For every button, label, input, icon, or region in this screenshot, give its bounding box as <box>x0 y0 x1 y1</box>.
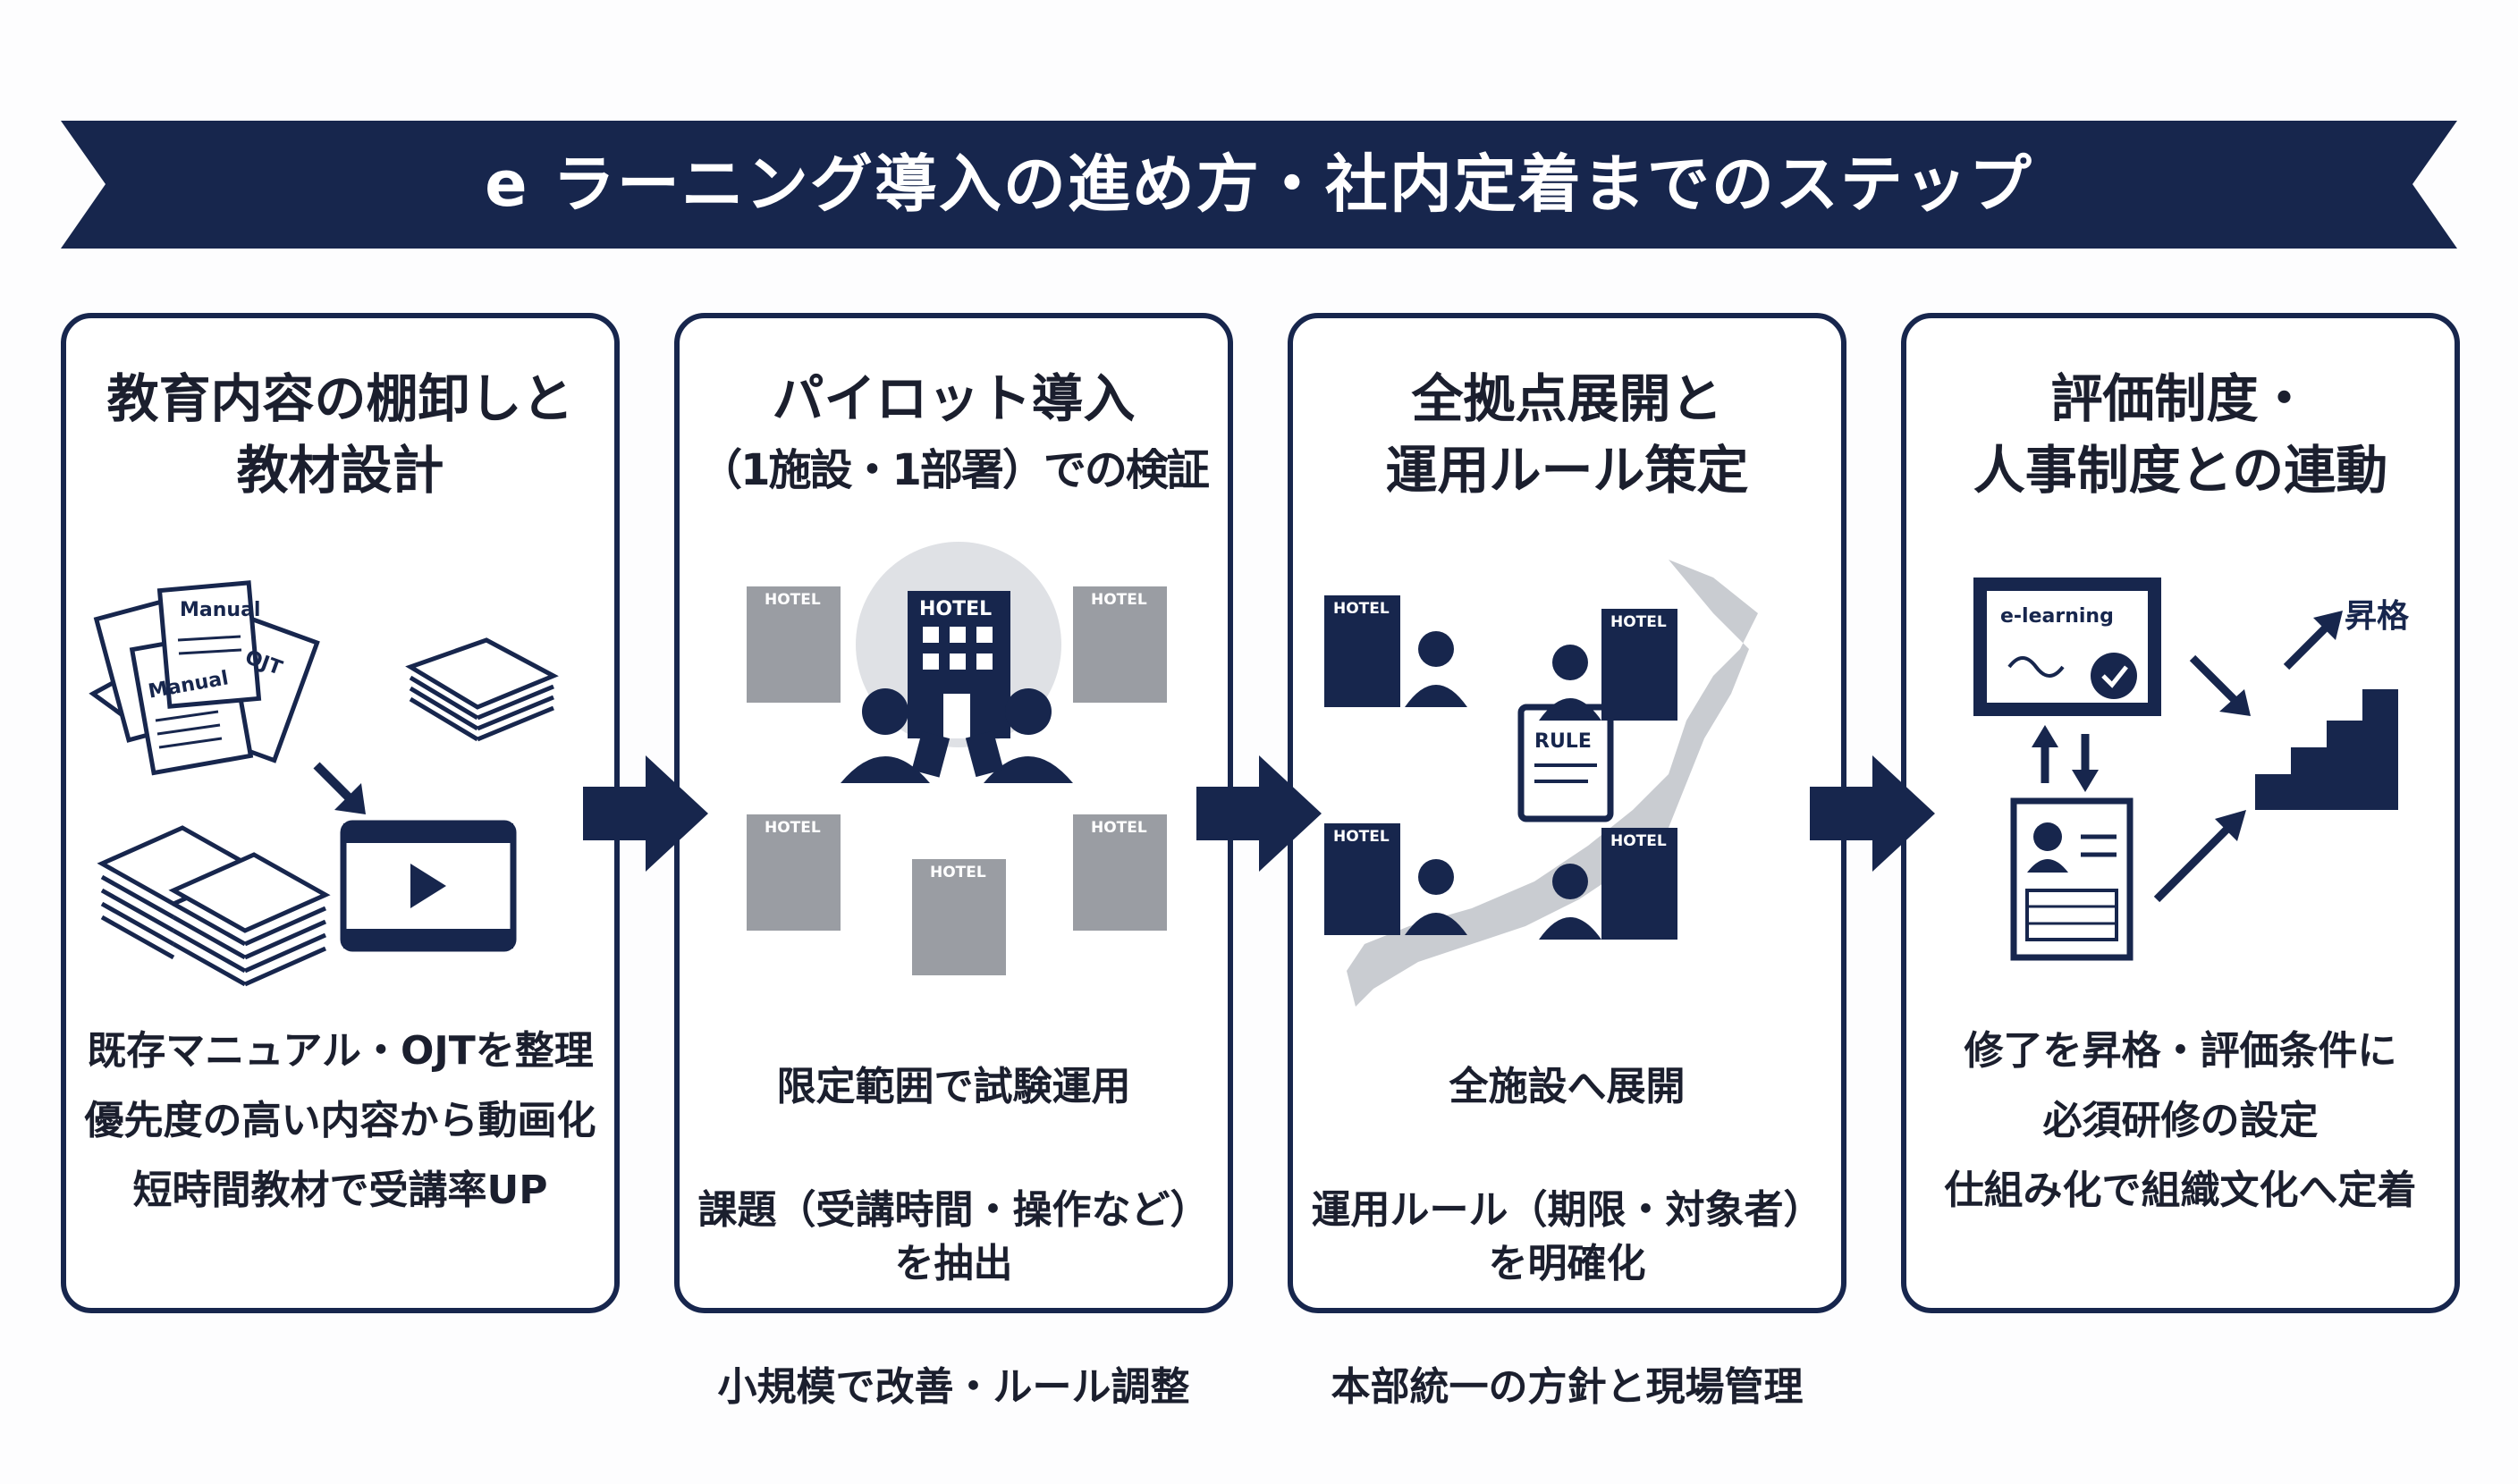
e-learning-label: e-learning <box>2000 605 2114 628</box>
hotel-label: HOTEL <box>1333 828 1390 846</box>
documents-icon <box>89 580 320 776</box>
step-items: 限定範囲で試験運用 課題（受講時間・操作など） を抽出 小規模で改善・ルール調整 <box>680 1007 1228 1484</box>
step-item: 既存マニュアル・OJTを整理 <box>87 1028 594 1074</box>
rollout-illustration: RULE HOTEL HOTEL HOTEL HOTEL <box>1324 560 1758 1007</box>
video-player-icon <box>340 820 517 952</box>
stack-icon <box>97 825 331 987</box>
hotel-label: HOTEL <box>1091 591 1147 609</box>
rule-label: RULE <box>1534 730 1592 753</box>
hotel-label: HOTEL <box>1610 832 1667 850</box>
step-title: パイロット導入 （1施設・1部署）での検証 <box>680 363 1228 506</box>
step-title-line: 人事制度との連動 <box>1973 440 2388 501</box>
materials-illustration: Manual OJT Manual <box>89 580 559 987</box>
step-title-line: パイロット導入 <box>772 368 1136 429</box>
banner-ribbon <box>61 121 2457 249</box>
evaluation-illustration: e-learning 昇格 <box>1973 578 2410 961</box>
step-title: 教育内容の棚卸しと 教材設計 <box>66 363 614 506</box>
step-title: 評価制度・ 人事制度との連動 <box>1906 363 2455 506</box>
step-arrow-icon <box>1196 755 1322 872</box>
profile-card-icon <box>2010 797 2134 961</box>
step-title-line: 教材設計 <box>236 440 444 501</box>
step-arrow-icon <box>1810 755 1935 872</box>
step-title-line: 評価制度・ <box>2050 368 2311 429</box>
step-items: 全施設へ展開 運用ルール（期限・対象者） を明確化 本部統一の方針と現場管理 <box>1293 1007 1841 1484</box>
step-title-line: 教育内容の棚卸しと <box>106 368 574 429</box>
step-item: 本部統一の方針と現場管理 <box>1331 1364 1804 1410</box>
step-item: 運用ルール（期限・対象者） を明確化 <box>1311 1187 1823 1286</box>
promotion-label: 昇格 <box>2345 598 2410 635</box>
step-item: 限定範囲で試験運用 <box>776 1064 1131 1109</box>
step-card-1: 教育内容の棚卸しと 教材設計 Manual OJT Manual <box>61 313 620 1313</box>
step-item: 全施設へ展開 <box>1449 1064 1686 1109</box>
step-card-4: 評価制度・ 人事制度との連動 e-learning 昇格 修了を昇格・評価 <box>1901 313 2460 1313</box>
hotel-icon <box>747 586 1167 975</box>
step-items: 修了を昇格・評価条件に 必須研修の設定 仕組み化で組織文化へ定着 <box>1906 1024 2455 1234</box>
staff-tablet-icon <box>1405 631 1601 940</box>
hotel-label: HOTEL <box>765 591 821 609</box>
hotel-icon: HOTEL <box>908 591 1010 738</box>
step-item: 優先度の高い内容から動画化 <box>84 1098 596 1143</box>
pilot-illustration: HOTEL HOTEL HOTEL HOTEL HOTEL HOTEL <box>747 542 1167 975</box>
stack-icon <box>405 637 559 742</box>
step-item: 課題（受講時間・操作など） を抽出 <box>697 1187 1210 1286</box>
step-item: 修了を昇格・評価条件に <box>1964 1028 2397 1074</box>
step-title: 全拠点展開と 運用ルール策定 <box>1293 363 1841 506</box>
staff-tablet-icon <box>841 688 1073 783</box>
hotel-label: HOTEL <box>1091 819 1147 837</box>
hotel-label: HOTEL <box>1333 600 1390 618</box>
rule-book-icon: RULE <box>1517 704 1614 822</box>
hotel-label: HOTEL <box>765 819 821 837</box>
step-item: 仕組み化で組織文化へ定着 <box>1944 1168 2417 1213</box>
japan-map-icon <box>1347 560 1758 1007</box>
step-items: 既存マニュアル・OJTを整理 優先度の高い内容から動画化 短時間教材で受講率UP <box>66 1024 614 1234</box>
header-banner: e ラーニング導入の進め方・社内定着までのステップ <box>61 121 2457 249</box>
step-item: 短時間教材で受講率UP <box>132 1168 548 1213</box>
step-card-3: 全拠点展開と 運用ルール策定 RULE HOTEL HOTEL HOTEL HO… <box>1288 313 1846 1410</box>
certificate-icon: e-learning <box>1973 578 2161 716</box>
step-arrow-icon <box>583 755 708 872</box>
hotel-label: HOTEL <box>1610 613 1667 631</box>
step-card-2: パイロット導入 （1施設・1部署）での検証 HOTEL HOTEL HOTEL … <box>674 313 1233 1410</box>
hotel-icon <box>1324 595 1677 940</box>
hotel-label: HOTEL <box>930 864 986 881</box>
step-item: 小規模で改善・ルール調整 <box>717 1364 1190 1410</box>
page-title: e ラーニング導入の進め方・社内定着までのステップ <box>485 148 2033 221</box>
step-item: 必須研修の設定 <box>2042 1098 2319 1143</box>
arrow-icon <box>313 762 366 814</box>
hotel-label: HOTEL <box>919 598 992 620</box>
manual-label: Manual <box>180 599 260 621</box>
step-title-line: 運用ルール策定 <box>1385 440 1749 501</box>
step-title-line: （1施設・1部署）での検証 <box>699 445 1210 495</box>
stairs-icon <box>2255 689 2398 810</box>
step-title-line: 全拠点展開と <box>1411 368 1723 429</box>
